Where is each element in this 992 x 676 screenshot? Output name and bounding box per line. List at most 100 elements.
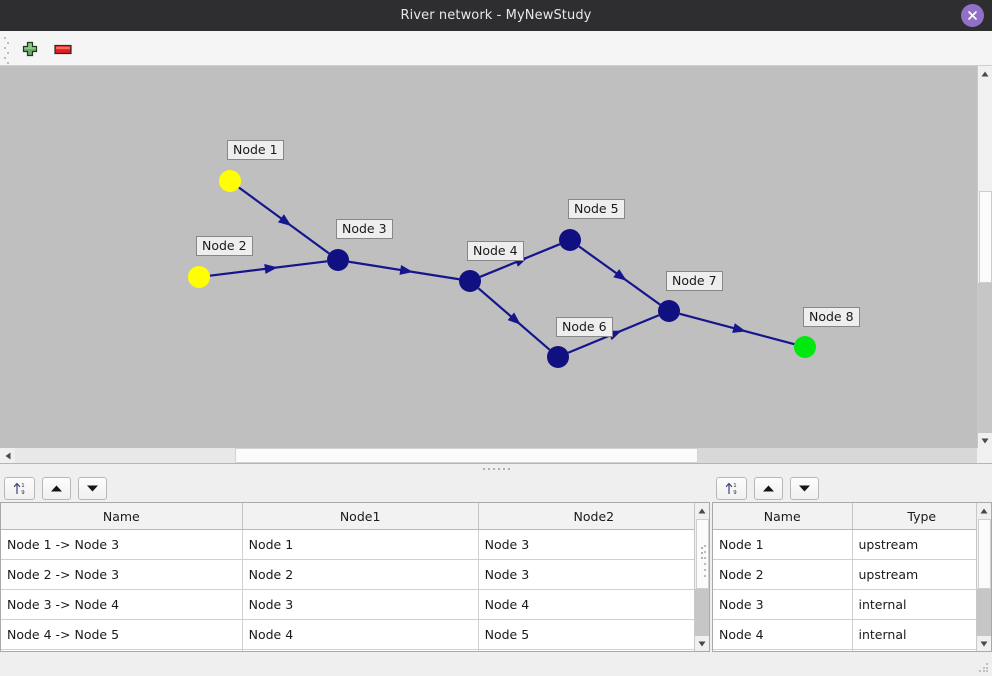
reaches-move-up-button[interactable] — [42, 476, 71, 500]
column-header[interactable]: Name — [713, 503, 853, 530]
nodes-sort-button[interactable]: 1 9 — [716, 476, 747, 500]
window-resize-grip[interactable] — [979, 663, 989, 673]
graph-node[interactable] — [794, 336, 816, 358]
hscroll-thumb[interactable] — [235, 448, 698, 463]
table-cell[interactable] — [242, 649, 479, 651]
table-cell[interactable]: Node 1 -> Node 3 — [1, 529, 243, 560]
table-cell[interactable]: Node 4 — [713, 619, 853, 650]
graph-node[interactable] — [188, 266, 210, 288]
table-row[interactable] — [1, 649, 709, 651]
hscroll-track-left[interactable] — [15, 448, 235, 463]
graph-node-label[interactable]: Node 3 — [336, 219, 393, 239]
nodes-move-down-button[interactable] — [790, 476, 819, 500]
nodes-scroll-track[interactable] — [977, 589, 991, 636]
vscroll-track-lower[interactable] — [978, 283, 992, 433]
column-header[interactable]: Name — [1, 503, 243, 530]
reaches-scroll-up-button[interactable] — [695, 503, 709, 518]
table-cell[interactable] — [478, 649, 709, 651]
table-cell[interactable]: upstream — [852, 529, 991, 560]
graph-node-label[interactable]: Node 6 — [556, 317, 613, 337]
nodes-table-scrollbar[interactable] — [976, 503, 991, 651]
reaches-scroll-track[interactable] — [695, 589, 709, 636]
vscroll-track-upper[interactable] — [978, 81, 992, 191]
hscroll-track-right[interactable] — [698, 448, 977, 463]
delete-node-button[interactable] — [52, 38, 74, 60]
table-cell[interactable]: Node 1 — [242, 529, 479, 560]
graph-node-label[interactable]: Node 5 — [568, 199, 625, 219]
reaches-table-scrollbar[interactable] — [694, 503, 709, 651]
nodes-scroll-up-button[interactable] — [977, 503, 991, 518]
edge-arrow-icon — [264, 263, 278, 274]
column-header[interactable]: Type — [852, 503, 991, 530]
graph-node-label[interactable]: Node 1 — [227, 140, 284, 160]
caret-down-icon — [980, 641, 988, 646]
table-cell[interactable]: Node 2 — [713, 559, 853, 590]
panel-drag-handle[interactable] — [704, 545, 708, 585]
nodes-move-up-button[interactable] — [754, 476, 783, 500]
table-cell[interactable]: Node 4 — [478, 589, 709, 620]
graph-node-label[interactable]: Node 4 — [467, 241, 524, 261]
table-cell[interactable]: Node 3 — [478, 529, 709, 560]
graph-node[interactable] — [219, 170, 241, 192]
graph-node-label[interactable]: Node 2 — [196, 236, 253, 256]
graph-canvas[interactable] — [0, 66, 978, 448]
edge-arrow-icon — [399, 264, 414, 275]
graph-vertical-scrollbar[interactable] — [977, 66, 992, 448]
reaches-scroll-down-button[interactable] — [695, 636, 709, 651]
table-cell[interactable]: Node 3 -> Node 4 — [1, 589, 243, 620]
reaches-sort-button[interactable]: 1 9 — [4, 476, 35, 500]
scroll-left-button[interactable] — [0, 448, 15, 463]
column-header[interactable]: Node1 — [242, 503, 479, 530]
close-window-button[interactable] — [961, 4, 984, 27]
table-cell[interactable]: upstream — [852, 559, 991, 590]
table-cell[interactable]: Node 3 — [478, 559, 709, 590]
graph-node[interactable] — [547, 346, 569, 368]
graph-node[interactable] — [327, 249, 349, 271]
vscroll-thumb[interactable] — [979, 191, 992, 283]
table-cell[interactable]: Node 5 — [478, 619, 709, 650]
table-cell[interactable]: Node 2 -> Node 3 — [1, 559, 243, 590]
nodes-scroll-thumb[interactable] — [978, 519, 991, 589]
scroll-up-button[interactable] — [978, 66, 992, 81]
table-cell[interactable]: Node 3 — [713, 589, 853, 620]
table-cell[interactable]: Node 4 -> Node 5 — [1, 619, 243, 650]
table-cell[interactable]: internal — [852, 589, 991, 620]
horizontal-splitter[interactable] — [0, 463, 992, 473]
graph-node[interactable] — [459, 270, 481, 292]
add-node-button[interactable] — [19, 38, 41, 60]
table-cell[interactable]: Node 1 — [713, 529, 853, 560]
graph-node[interactable] — [559, 229, 581, 251]
table-cell[interactable]: Node 4 — [242, 619, 479, 650]
table-cell[interactable]: Node 2 — [242, 559, 479, 590]
reaches-scroll-thumb[interactable] — [696, 519, 709, 589]
table-cell[interactable] — [713, 649, 853, 651]
graph-node-label[interactable]: Node 7 — [666, 271, 723, 291]
scroll-down-button[interactable] — [978, 433, 992, 448]
graph-horizontal-scrollbar[interactable] — [0, 448, 992, 463]
river-network-graph[interactable]: Node 1 Node 2 Node 3 Node 4 Node 5 Node 6 Node… — [0, 66, 992, 462]
column-header[interactable]: Node2 — [478, 503, 709, 530]
table-cell[interactable]: internal — [852, 619, 991, 650]
table-cell[interactable] — [1, 649, 243, 651]
table-row[interactable] — [713, 649, 991, 651]
table-cell[interactable]: Node 3 — [242, 589, 479, 620]
nodes-scroll-down-button[interactable] — [977, 636, 991, 651]
table-cell[interactable] — [852, 649, 991, 651]
caret-up-icon — [981, 71, 989, 76]
reaches-move-down-button[interactable] — [78, 476, 107, 500]
graph-node-label[interactable]: Node 8 — [803, 307, 860, 327]
toolbar-drag-handle[interactable] — [4, 37, 9, 64]
graph-node[interactable] — [658, 300, 680, 322]
